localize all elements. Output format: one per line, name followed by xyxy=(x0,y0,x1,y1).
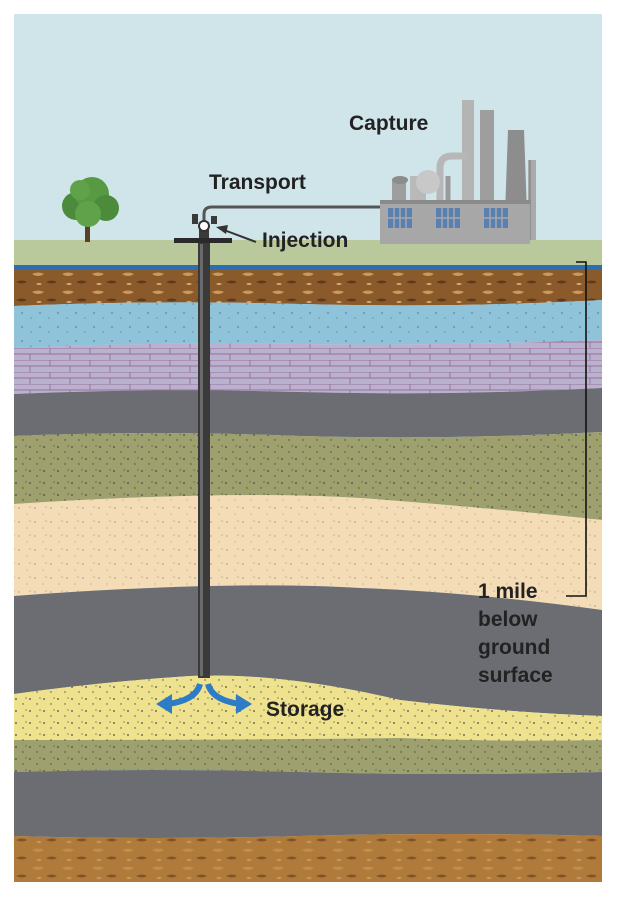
depth-label: 1 mile below ground surface xyxy=(478,580,553,687)
ground-surface xyxy=(14,240,602,268)
injection-pointer xyxy=(216,225,257,243)
storage-label: Storage xyxy=(266,698,344,721)
aquifer-layer xyxy=(14,300,602,348)
depth-label-line-1: 1 mile xyxy=(478,580,538,603)
depth-label-line-2: below xyxy=(478,608,538,631)
injection-well xyxy=(198,242,210,678)
tree-icon xyxy=(62,177,119,242)
shale-layer-2 xyxy=(14,770,602,838)
water-table-line xyxy=(14,265,602,270)
factory-icon xyxy=(380,100,536,244)
olive-layer-1 xyxy=(14,432,602,520)
wellhead-icon xyxy=(174,214,232,243)
depth-bracket xyxy=(566,261,587,597)
olive-layer-2 xyxy=(14,738,602,774)
transport-pipeline xyxy=(202,205,380,222)
topsoil-layer xyxy=(14,270,602,306)
sandstone-layer xyxy=(14,495,602,610)
shale-layer-1 xyxy=(14,388,602,438)
limestone-layer xyxy=(14,340,602,394)
capture-label: Capture xyxy=(349,112,428,135)
transport-label: Transport xyxy=(209,171,306,194)
depth-label-line-3: ground xyxy=(478,636,550,659)
flow-arrow-icon xyxy=(156,683,252,714)
injection-label: Injection xyxy=(262,229,348,252)
caprock-shale-layer xyxy=(14,585,602,716)
bottom-soil-layer xyxy=(14,834,602,882)
depth-label-line-4: surface xyxy=(478,664,553,687)
storage-formation xyxy=(14,675,602,741)
